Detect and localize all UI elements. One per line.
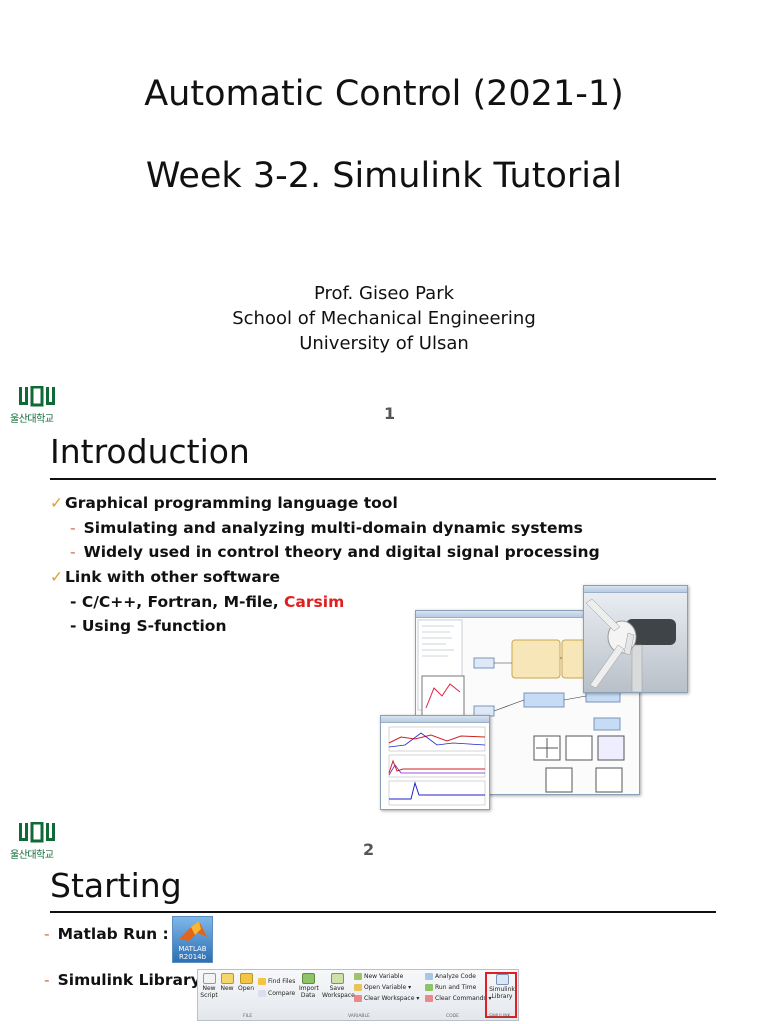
sub-bullet-item: -Simulating and analyzing multi-domain d… — [70, 519, 583, 537]
dash-icon: - — [44, 925, 50, 943]
wind-turbine-render — [584, 593, 687, 693]
save-workspace-icon — [330, 973, 344, 984]
import-data-button[interactable]: Import Data — [299, 973, 319, 999]
section-label-variable: VARIABLE — [348, 1014, 370, 1019]
university-logo-icon — [19, 822, 55, 843]
find-files-button[interactable]: Find Files — [258, 978, 295, 985]
open-variable-icon — [354, 984, 362, 991]
bullet-matlab-run: -Matlab Run : — [44, 925, 169, 943]
sub-bullet-item: - Using S-function — [70, 617, 227, 635]
dash-icon: - — [44, 1016, 50, 1024]
matlab-toolstrip: New Script New Open Find Files Compare I… — [197, 969, 519, 1021]
university-logo-icon — [19, 386, 55, 407]
analyze-code-icon — [425, 973, 433, 980]
bullet-item: ✓Link with other software — [50, 568, 281, 586]
sub-bullet-item: - C/C++, Fortran, M-file, Carsim — [70, 593, 345, 611]
dash-icon: - — [70, 543, 76, 561]
compare-icon — [258, 990, 266, 997]
run-and-time-icon — [425, 984, 433, 991]
new-button[interactable]: New — [219, 973, 235, 992]
section-label-simulink: SIMULINK — [489, 1014, 511, 1019]
heading-rule — [50, 911, 716, 913]
scope-plot-window — [380, 715, 490, 810]
university-logo-text: 울산대학교 — [10, 850, 54, 861]
dash-icon: - — [44, 971, 50, 989]
compare-button[interactable]: Compare — [258, 990, 295, 997]
university-logo: 울산대학교 — [10, 822, 74, 866]
page-number-2: 2 — [363, 840, 375, 859]
author-name: Prof. Giseo Park — [313, 283, 455, 304]
matlab-icon-label: MATLAB R2014b — [178, 945, 207, 961]
matlab-app-icon[interactable]: MATLAB R2014b — [172, 916, 213, 963]
import-data-icon — [301, 973, 315, 984]
analyze-code-button[interactable]: Analyze Code — [425, 973, 476, 980]
new-script-icon — [202, 973, 216, 984]
heading-introduction: Introduction — [50, 432, 250, 471]
clear-commands-button[interactable]: Clear Commands ▾ — [425, 995, 491, 1002]
open-button[interactable]: Open — [238, 973, 254, 992]
sub-bullet-item: -Widely used in control theory and digit… — [70, 543, 600, 561]
author-university: University of Ulsan — [299, 333, 469, 354]
author-school: School of Mechanical Engineering — [232, 308, 536, 329]
new-icon — [220, 973, 234, 984]
matlab-logo-icon — [179, 921, 207, 941]
university-logo-text: 울산대학교 — [10, 414, 54, 425]
checkmark-icon: ✓ — [50, 494, 63, 512]
save-workspace-button[interactable]: Save Workspace — [322, 973, 355, 999]
new-variable-icon — [354, 973, 362, 980]
new-variable-button[interactable]: New Variable — [354, 973, 403, 980]
bullet-cutoff: - — [44, 1016, 58, 1024]
run-and-time-button[interactable]: Run and Time — [425, 984, 476, 991]
simulink-library-icon — [495, 974, 509, 985]
turbine-3d-window — [583, 585, 688, 693]
find-files-icon — [258, 978, 266, 985]
section-label-code: CODE — [446, 1014, 459, 1019]
section-label-file: FILE — [243, 1014, 253, 1019]
new-script-button[interactable]: New Script — [200, 973, 218, 999]
university-logo: 울산대학교 — [10, 386, 74, 430]
simulink-library-highlight — [485, 972, 517, 1018]
scope-plot — [381, 723, 489, 809]
checkmark-icon: ✓ — [50, 568, 63, 586]
page-number-1: 1 — [384, 404, 396, 423]
title-slide: Automatic Control (2021-1) Week 3-2. Sim… — [0, 0, 768, 385]
clear-commands-icon — [425, 995, 433, 1002]
bullet-item: ✓Graphical programming language tool — [50, 494, 398, 512]
open-variable-button[interactable]: Open Variable ▾ — [354, 984, 411, 991]
title-line-2: Week 3-2. Simulink Tutorial — [145, 156, 623, 196]
simulink-library-button[interactable]: Simulink Library — [488, 974, 516, 1000]
heading-starting: Starting — [50, 866, 182, 905]
clear-workspace-icon — [354, 995, 362, 1002]
title-line-1: Automatic Control (2021-1) — [144, 74, 624, 114]
bullet-simulink-library: -Simulink Library — [44, 971, 201, 989]
clear-workspace-button[interactable]: Clear Workspace ▾ — [354, 995, 419, 1002]
dash-icon: - — [70, 519, 76, 537]
heading-rule — [50, 478, 716, 480]
folder-open-icon — [239, 973, 253, 984]
simulink-screenshot-collage — [380, 585, 690, 810]
